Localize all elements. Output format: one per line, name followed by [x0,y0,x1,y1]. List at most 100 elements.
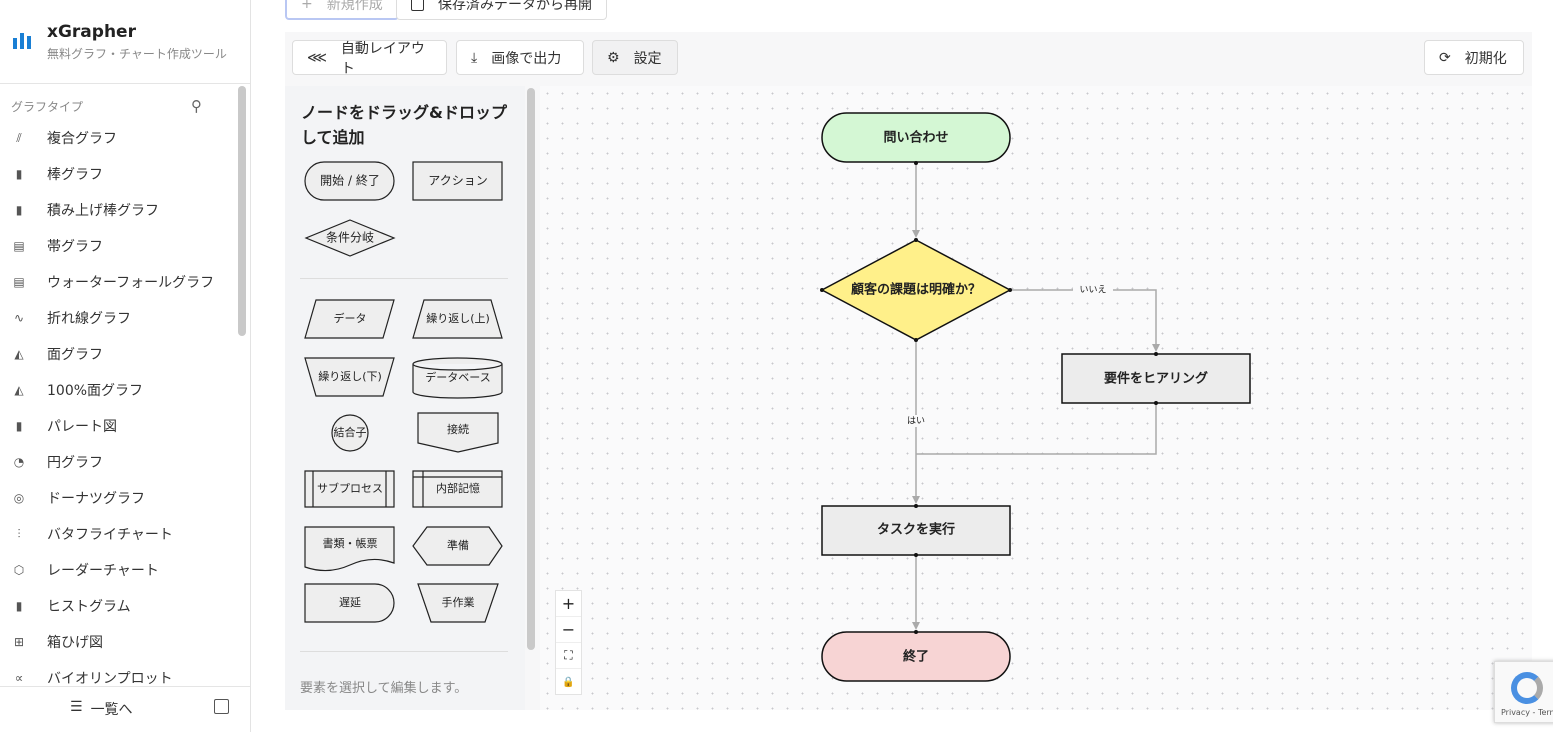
node-hearing[interactable]: 要件をヒアリング [1061,353,1251,404]
connection-handle [914,338,918,342]
palette-node[interactable]: 接続 [417,412,499,453]
bar-chart-icon: ▮ [15,167,23,181]
palette-node[interactable]: 結合子 [331,414,369,452]
recaptcha-badge[interactable]: Privacy - Terms [1494,661,1553,723]
settings-button[interactable]: ⚙設定 [592,40,678,75]
sidebar-item[interactable]: ⬡レーダーチャート [13,563,159,579]
new-button[interactable]: +新規作成 [285,0,399,20]
connection-handle [914,504,918,508]
node-shape [304,299,395,339]
zoom-in-button[interactable]: + [556,591,581,617]
palette-node-action[interactable]: アクション [412,161,503,201]
palette-node[interactable]: 繰り返し(下) [304,357,395,397]
connection-handle [914,630,918,634]
connection-handle [914,553,918,557]
connection-handle [1154,352,1158,356]
edge-label-bg [904,415,928,427]
palette-node-decision[interactable]: 条件分岐 [304,219,396,257]
app-subtitle: 無料グラフ・チャート作成ツール [47,47,227,61]
fit-view-button[interactable]: ⛶ [556,643,581,669]
refresh-icon: ⟳ [1439,49,1451,66]
palette-node[interactable]: 準備 [412,526,503,566]
node-label: 条件分岐 [326,231,374,245]
download-icon: ⤓ [471,49,478,66]
palette-title: ノードをドラッグ&ドロップして追加 [301,103,507,147]
node-decision-label: 顧客の課題は明確か？ [851,282,981,298]
list-icon: ☰ [70,699,83,715]
palette-node[interactable]: 繰り返し(上) [412,299,503,339]
sidebar-item[interactable]: ⫶バタフライチャート [0,516,235,552]
node-shape [304,526,395,572]
palette-node[interactable]: サブプロセス [304,470,395,508]
divider [300,278,508,279]
arrow-head-icon [912,496,920,504]
terminal-shape [304,161,395,201]
palette-node[interactable]: データベース [412,357,503,399]
node-end-label: 終了 [903,649,929,665]
palette-node[interactable]: データ [304,299,395,339]
resume-button[interactable]: 保存済みデータから再開 [396,0,607,20]
stacked-bar-icon: ▮ [15,203,23,217]
sidebar-item[interactable]: ▮パレート図 [0,408,235,444]
sidebar-item[interactable]: ◭100%面グラフ [0,372,235,408]
node-shape [412,526,503,566]
palette-node[interactable]: 書類・帳票 [304,526,395,572]
palette-node-terminal[interactable]: 開始 / 終了 [304,161,395,201]
list-link[interactable]: ☰一覧へ [70,699,133,718]
node-label: 繰り返し(上) [426,311,490,325]
auto-layout-button[interactable]: ⋘自動レイアウト [292,40,447,77]
palette-node[interactable]: 内部記憶 [412,470,503,508]
violin-icon: ∝ [14,671,24,685]
node-label: 接続 [447,422,469,436]
area-100-icon: ◭ [14,383,24,397]
sidebar-scrollbar[interactable] [238,86,246,336]
palette-node[interactable]: 手作業 [417,583,499,623]
sidebar-item[interactable]: ▮積み上げ棒グラフ [0,192,235,228]
sidebar-item[interactable]: ▮棒グラフ [0,156,235,192]
sidebar-item[interactable]: ∝バイオリンプロット [0,660,235,696]
node-label: 内部記憶 [436,481,480,495]
share-nodes-icon: ⋘ [307,49,327,66]
node-task-shape [821,505,1011,556]
node-end[interactable]: 終了 [821,631,1011,682]
sidebar-item[interactable]: ⫽複合グラフ [0,120,235,156]
node-start[interactable]: 問い合わせ [821,112,1011,163]
flow-canvas[interactable] [540,86,1532,710]
export-image-button[interactable]: ⤓画像で出力 [456,40,584,75]
graph-type-heading: グラフタイプ [11,100,84,114]
lock-button[interactable]: 🔒 [562,676,575,688]
sidebar-item[interactable]: ∿折れ線グラフ [13,311,131,327]
sidebar-item[interactable]: ◭面グラフ [0,336,235,372]
collapse-sidebar-icon[interactable] [214,699,229,714]
plus-icon: + [301,0,313,12]
node-shape [412,357,503,399]
node-shape [412,470,503,508]
histogram-icon: ▮ [15,599,23,613]
sidebar-item[interactable]: ▤帯グラフ [13,239,103,255]
node-label: 繰り返し(下) [318,369,382,383]
search-icon[interactable]: ⚲ [191,97,202,115]
node-label: サブプロセス [317,481,383,495]
node-task[interactable]: タスクを実行 [821,505,1011,556]
divider [0,83,250,84]
radar-icon: ⬡ [13,563,25,577]
zoom-controls: + − ⛶ 🔒 [555,590,582,695]
palette-node[interactable]: 遅延 [304,583,395,623]
sidebar-item[interactable]: ▮ヒストグラム [0,588,235,624]
arrow-head-icon [1152,344,1160,352]
butterfly-icon: ⫶ [17,526,21,541]
connection-handle [1008,288,1012,292]
connection-handle [1154,401,1158,405]
sidebar-item[interactable]: ◎ドーナツグラフ [13,491,145,507]
zoom-out-button[interactable]: − [556,617,581,643]
sidebar-item[interactable]: ▤ウォーターフォールグラフ [13,275,215,291]
reset-button[interactable]: ⟳初期化 [1424,40,1524,75]
decision-shape [304,219,396,257]
arrow-head-icon [912,230,920,238]
sidebar-item[interactable]: ⊞箱ひげ図 [13,635,103,651]
node-decision[interactable]: 顧客の課題は明確か？ [820,239,1012,341]
node-shape [304,470,395,508]
sidebar-item[interactable]: ◔円グラフ [13,455,103,471]
palette-scrollbar[interactable] [527,88,535,650]
logo-icon [13,33,31,49]
